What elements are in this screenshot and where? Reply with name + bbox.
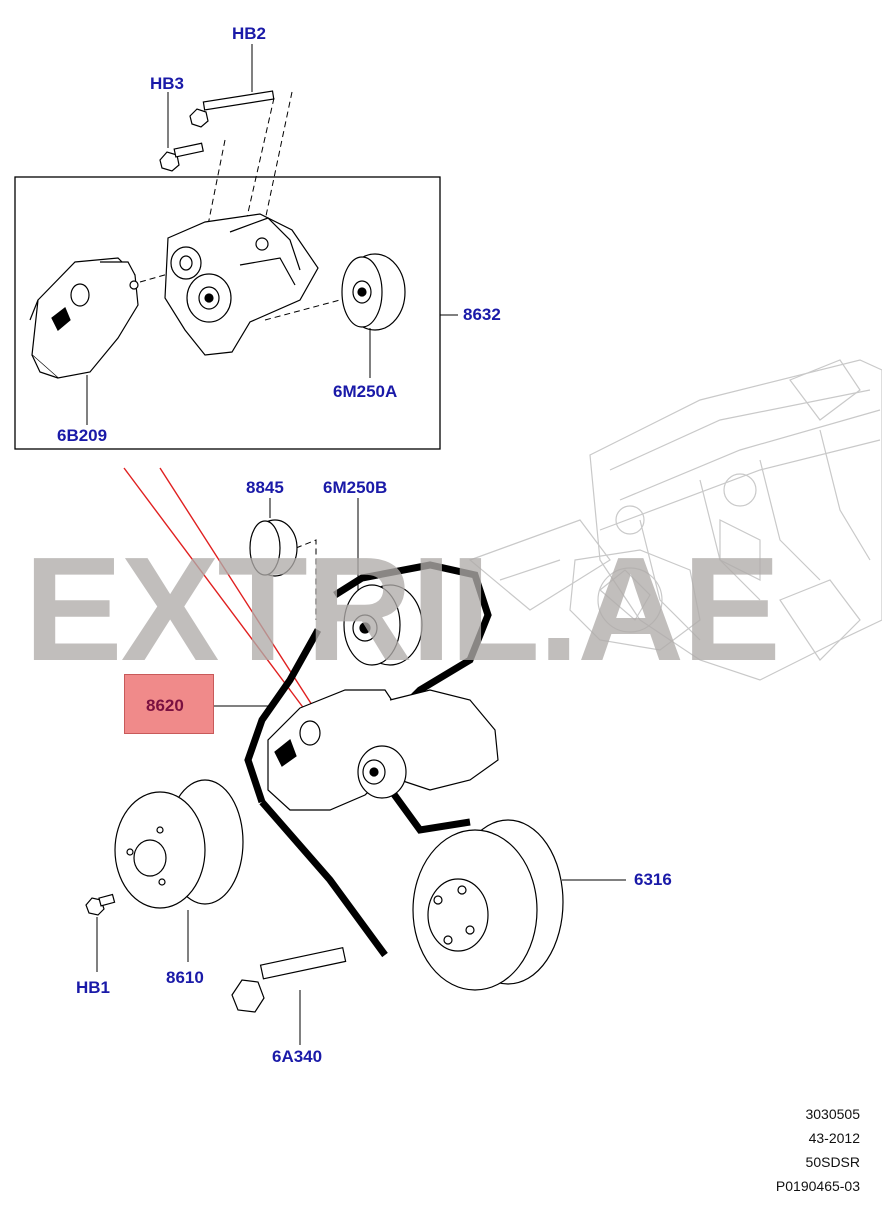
water-pump-pulley-8610 (114, 779, 244, 909)
crankshaft-pulley-6316 (412, 819, 564, 991)
hb3-bolt (159, 142, 204, 172)
callout-8632[interactable]: 8632 (463, 305, 501, 324)
bracket-8632 (164, 213, 319, 356)
reference-code: 50SDSR (805, 1154, 860, 1170)
reference-code: 43-2012 (808, 1130, 860, 1146)
callout-leaders (86, 44, 626, 1045)
callout-hb1[interactable]: HB1 (76, 978, 111, 997)
reference-codes: 3030505 43-2012 50SDSR P0190465-03 (776, 1102, 860, 1198)
tensioner-assembly-frame (14, 176, 441, 450)
callout-6m250a[interactable]: 6M250A (333, 382, 398, 401)
idler-pulley-6m250b (343, 584, 423, 666)
reference-code: 3030505 (805, 1106, 860, 1122)
idler-pulley-6m250a (341, 253, 406, 331)
callout-6a340[interactable]: 6A340 (272, 1047, 323, 1066)
callout-8620[interactable]: 8620 (146, 696, 184, 715)
callout-8845[interactable]: 8845 (246, 478, 284, 497)
reference-code: P0190465-03 (775, 1178, 860, 1194)
tensioner-6b209 (29, 257, 139, 379)
highlighted-callout-box[interactable] (124, 674, 214, 734)
hb2-bolt (189, 90, 275, 128)
pulley-8845 (249, 519, 298, 577)
callout-6m250b[interactable]: 6M250B (323, 478, 388, 497)
crank-bolt-6a340 (231, 946, 347, 1013)
drive-belt (244, 561, 492, 958)
highlight-leaders (123, 467, 313, 711)
callout-hb3[interactable]: HB3 (150, 74, 185, 93)
watermark: EXTRIL.AE (24, 527, 781, 692)
tensioner-assembly-8620 (267, 689, 499, 811)
callout-6316[interactable]: 6316 (634, 870, 672, 889)
dashed-leaders (139, 91, 341, 620)
callout-8610[interactable]: 8610 (166, 968, 204, 987)
callout-6b209[interactable]: 6B209 (57, 426, 108, 445)
hb1-bolt (85, 893, 116, 916)
engine-block-background (468, 359, 882, 681)
callout-hb2[interactable]: HB2 (232, 24, 267, 43)
